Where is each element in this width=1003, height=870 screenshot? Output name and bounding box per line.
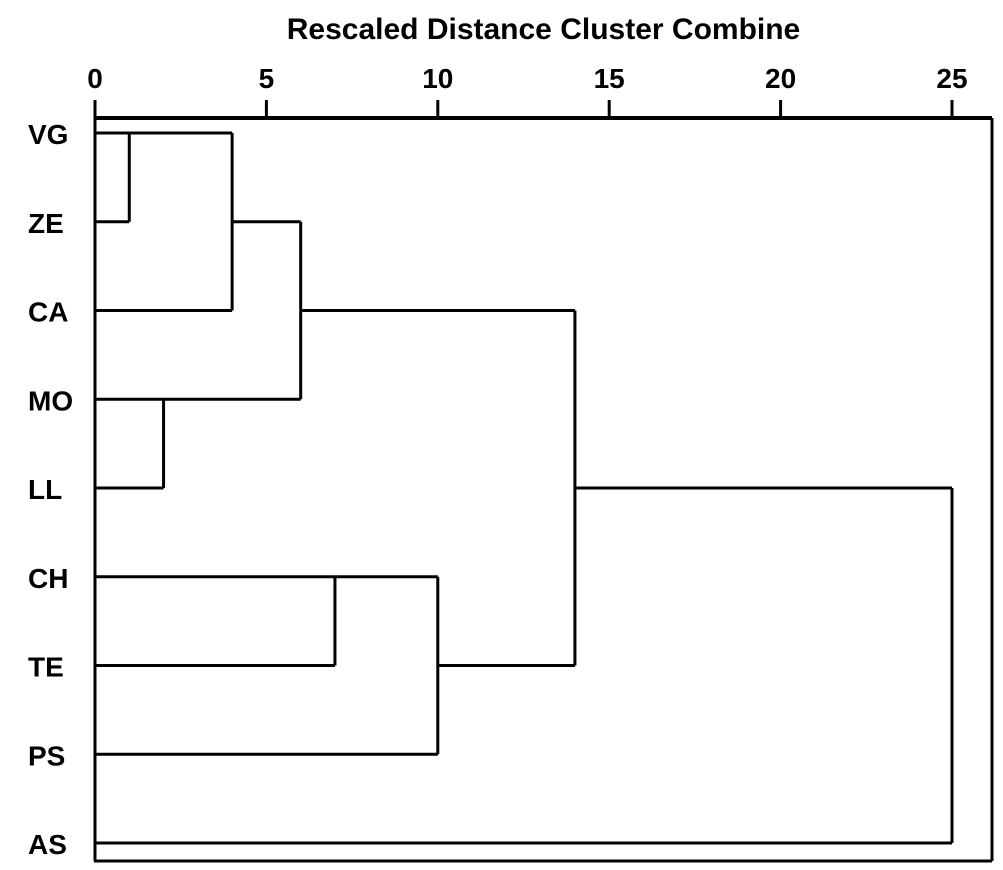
leaf-label-vg: VG bbox=[28, 119, 68, 150]
leaf-label-te: TE bbox=[28, 652, 64, 683]
tick-label: 20 bbox=[765, 63, 796, 94]
tick-label: 25 bbox=[936, 63, 967, 94]
leaf-label-ze: ZE bbox=[28, 208, 64, 239]
leaf-label-ch: CH bbox=[28, 563, 68, 594]
chart-title: Rescaled Distance Cluster Combine bbox=[286, 13, 801, 46]
leaf-label-ll: LL bbox=[28, 474, 62, 505]
leaf-label-as: AS bbox=[28, 829, 67, 860]
tick-label: 15 bbox=[594, 63, 625, 94]
leaf-label-ca: CA bbox=[28, 297, 68, 328]
leaf-label-mo: MO bbox=[28, 385, 73, 416]
tick-label: 0 bbox=[87, 63, 103, 94]
tick-label: 5 bbox=[259, 63, 275, 94]
leaf-label-ps: PS bbox=[28, 740, 65, 771]
tick-label: 10 bbox=[422, 63, 453, 94]
